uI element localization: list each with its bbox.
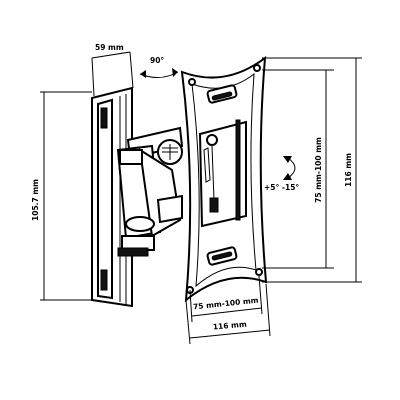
dim-plate-height-label: 116 mm [344,153,353,187]
rotation-label: 90° [150,56,164,65]
dim-plate-width-label: 116 mm [213,320,248,332]
dimension-plate-height: 116 mm [262,57,362,283]
dimension-vesa-vertical: 75 mm-100 mm [262,69,334,269]
wall-plate [91,86,133,308]
vesa-plate [180,55,268,303]
dim-top-depth-label: 59 mm [95,43,124,52]
swing-arm [116,126,184,257]
tilt-indicator: +5° -15° [264,156,299,192]
dimension-plate-width: 116 mm [185,283,271,345]
dim-left-height-label: 105.7 mm [31,179,40,221]
dimension-left-height: 105.7 mm [31,91,92,301]
dim-vesa-vertical-label: 75 mm-100 mm [314,137,323,203]
tilt-label: +5° -15° [264,183,299,192]
rotation-indicator: 90° [139,56,179,78]
dimension-top-depth: 59 mm [91,43,134,97]
